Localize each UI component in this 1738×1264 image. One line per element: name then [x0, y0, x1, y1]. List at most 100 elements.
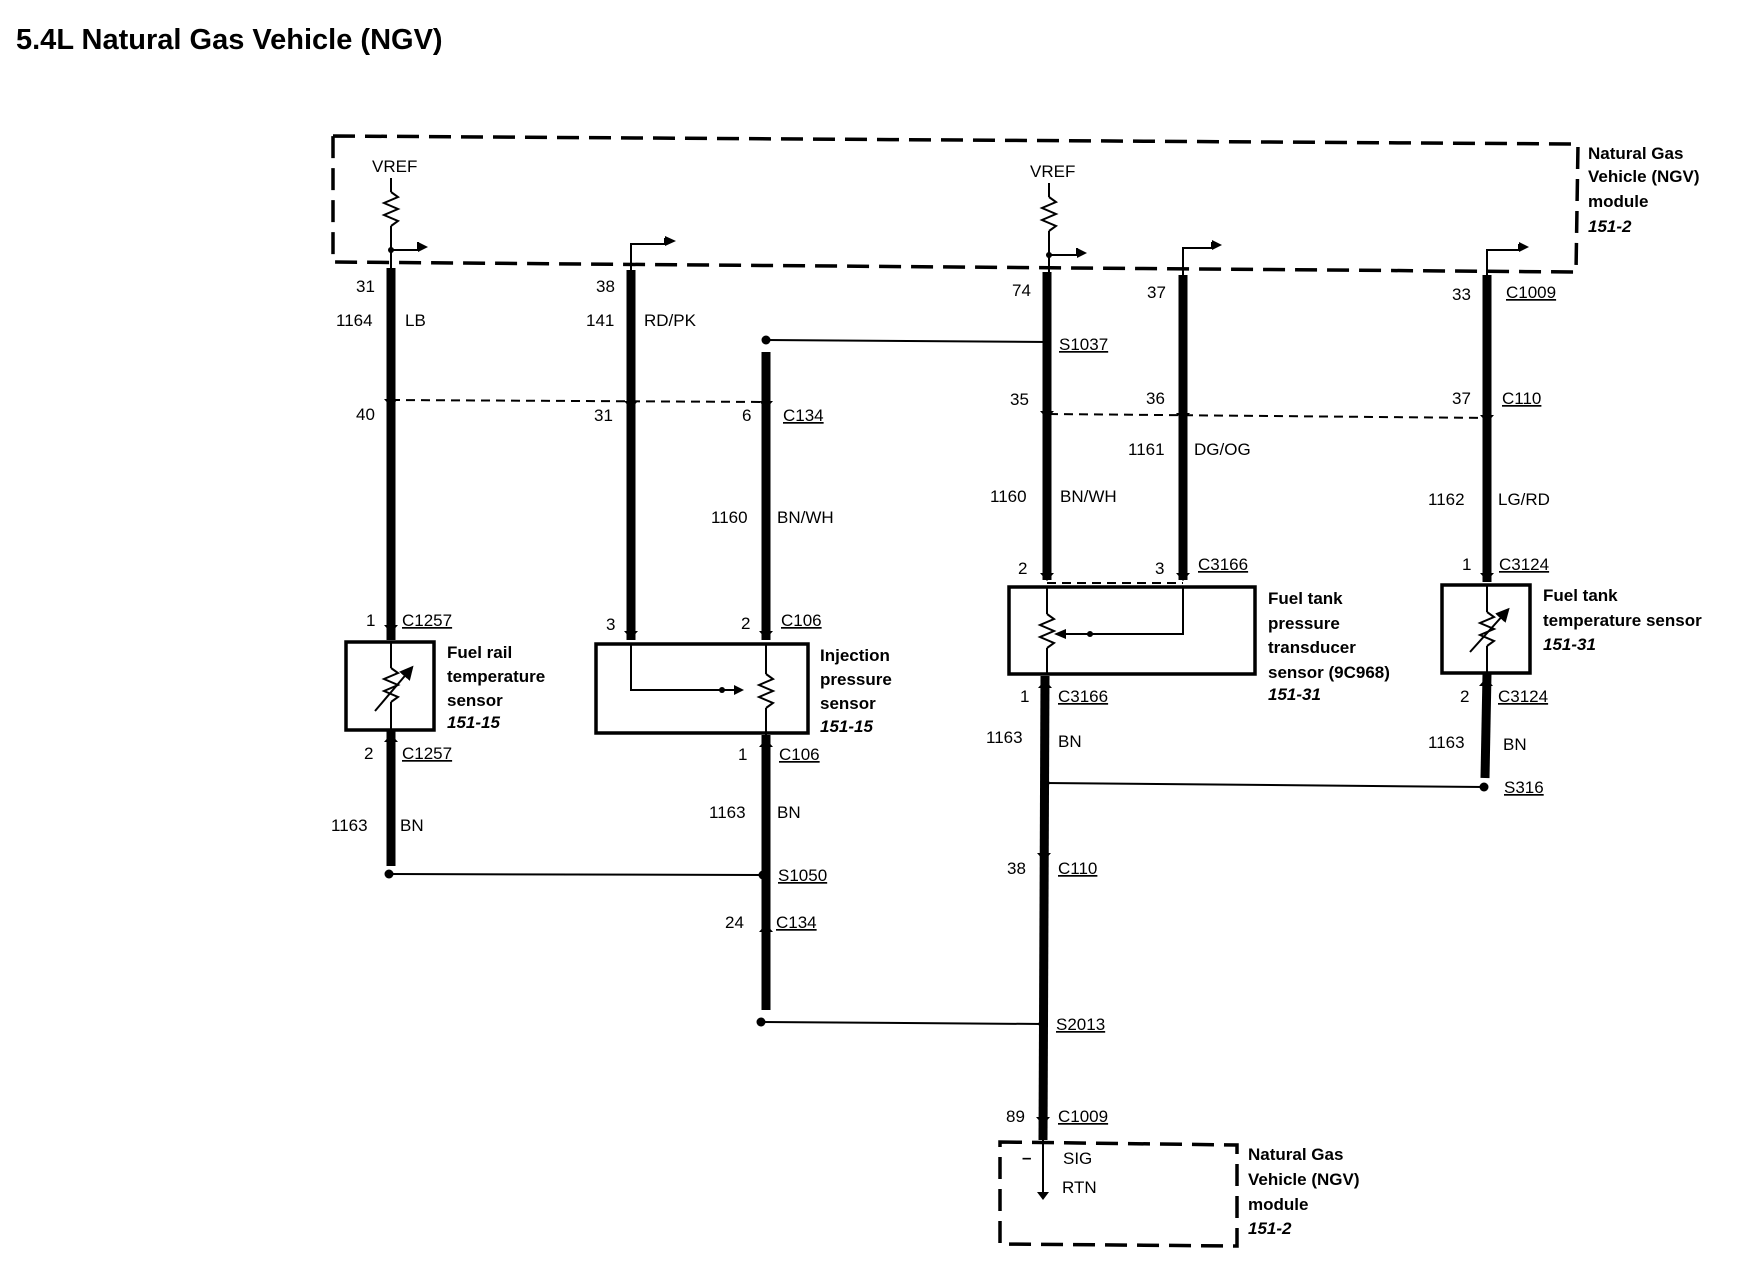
ngv-module-top-label-2: Vehicle (NGV) — [1588, 167, 1699, 186]
pressure-transducer-label-4: sensor (9C968) — [1268, 663, 1390, 682]
ngv-module-bottom-border — [998, 1140, 1239, 1248]
ngv-module-bottom-ref: 151-2 — [1248, 1219, 1292, 1238]
fuel-rail-ref: 151-15 — [447, 713, 500, 732]
w1-conn-c: C1257 — [402, 611, 452, 630]
ngv-module-top-border — [331, 134, 1580, 274]
wire-3: 6 C134 1160 BN/WH 2 C106 1 C106 1163 BN … — [388, 335, 1050, 1027]
w1-circuit-low: 1163 — [331, 816, 368, 835]
connector-band-c134-c110 — [390, 399, 1491, 419]
w4-conn-d: C3166 — [1058, 687, 1108, 706]
w6-pin-top: 33 — [1452, 285, 1471, 304]
w4-pin-c: 2 — [1018, 559, 1027, 578]
fuel-rail-label-2: temperature — [447, 667, 545, 686]
ngv-module-top-ref: 151-2 — [1588, 217, 1632, 236]
w5-pin-top: 37 — [1147, 283, 1166, 302]
w1-pin-mid: 40 — [356, 405, 375, 424]
ngv-module-bottom-pin-sig: SIG — [1063, 1149, 1092, 1168]
shield-flags — [630, 236, 1529, 275]
ngv-module-bottom-label-2: Vehicle (NGV) — [1248, 1170, 1359, 1189]
w4-color-low: BN — [1058, 732, 1082, 751]
w2-pin-mid: 31 — [594, 406, 613, 425]
w1-pin-d: 2 — [364, 744, 373, 763]
w3-conn-d: C106 — [779, 745, 820, 764]
w4-conn-f: C1009 — [1058, 1107, 1108, 1126]
wire-1: 31 1164 LB 40 1 C1257 2 C1257 1163 BN — [331, 268, 452, 879]
vref-1: VREF — [372, 157, 428, 268]
w1-color-low: BN — [400, 816, 424, 835]
w5-pin-c: 3 — [1155, 559, 1164, 578]
w6-pin-mid: 37 — [1452, 389, 1471, 408]
ngv-module-bottom-label-1: Natural Gas — [1248, 1145, 1343, 1164]
w5-color: DG/OG — [1194, 440, 1251, 459]
thermistor-icon — [1477, 611, 1497, 647]
injection-sensor-box — [594, 642, 810, 735]
vref-2: VREF — [1030, 162, 1087, 272]
w4-circuit: 1160 — [990, 487, 1027, 506]
w4-pin-e: 38 — [1007, 859, 1026, 878]
pressure-transducer-ref: 151-31 — [1268, 685, 1321, 704]
fuel-rail-temperature-sensor: Fuel rail temperature sensor 151-15 — [344, 640, 545, 732]
tank-temp-label-2: temperature sensor — [1543, 611, 1702, 630]
pressure-transducer-label-3: transducer — [1268, 638, 1356, 657]
ngv-module-top-label-1: Natural Gas — [1588, 144, 1683, 163]
w6-circuit-low: 1163 — [1428, 733, 1465, 752]
potentiometer-icon — [756, 673, 776, 709]
w3-color: BN/WH — [777, 508, 834, 527]
injection-pressure-sensor: Injection pressure sensor 151-15 — [594, 642, 892, 736]
injection-label-1: Injection — [820, 646, 890, 665]
ngv-module-bottom-pin-rtn: RTN — [1062, 1178, 1097, 1197]
pressure-transducer-label-1: Fuel tank — [1268, 589, 1343, 608]
w1-pin-top: 31 — [356, 277, 375, 296]
tank-temp-ref: 151-31 — [1543, 635, 1596, 654]
w3-color-low: BN — [777, 803, 801, 822]
w6-conn-d: C3124 — [1498, 687, 1548, 706]
flag-icon — [665, 236, 676, 246]
pressure-transducer-box — [1007, 585, 1257, 676]
w6-conn-top: C1009 — [1506, 283, 1556, 302]
w3-pin-e: 24 — [725, 913, 744, 932]
page-title: 5.4L Natural Gas Vehicle (NGV) — [16, 24, 443, 56]
wire-4: 74 S1037 35 1160 BN/WH 2 1 C3166 1163 BN… — [986, 272, 1117, 1141]
flag-icon — [1519, 242, 1529, 252]
w4-pin-d: 1 — [1020, 687, 1029, 706]
flag-icon — [1212, 240, 1222, 250]
w1-conn-d: C1257 — [402, 744, 452, 763]
w5-conn-c: C3166 — [1198, 555, 1248, 574]
w1-pin-c: 1 — [366, 611, 375, 630]
w6-color-low: BN — [1503, 735, 1527, 754]
w4-conn-e: C110 — [1058, 859, 1097, 878]
w4-color: BN/WH — [1060, 487, 1117, 506]
ground-flag-icon — [418, 242, 428, 252]
w3-pin-mid: 6 — [742, 406, 751, 425]
fuel-tank-pressure-transducer-sensor: Fuel tank pressure transducer sensor (9C… — [1007, 585, 1390, 704]
fuel-rail-label-1: Fuel rail — [447, 643, 512, 662]
w2-pin-top: 38 — [596, 277, 615, 296]
w4-circuit-low: 1163 — [986, 728, 1023, 747]
pressure-transducer-label-2: pressure — [1268, 614, 1340, 633]
fuel-tank-temperature-sensor: Fuel tank temperature sensor 151-31 — [1440, 583, 1702, 675]
tank-temp-label-1: Fuel tank — [1543, 586, 1618, 605]
w3-conn-mid: C134 — [783, 406, 824, 425]
ngv-module-bottom-minus: – — [1022, 1148, 1031, 1167]
w3-pin-c: 2 — [741, 614, 750, 633]
w6-pin-c: 1 — [1462, 555, 1471, 574]
fuel-rail-label-3: sensor — [447, 691, 503, 710]
resistor-icon — [1039, 196, 1059, 232]
injection-label-2: pressure — [820, 670, 892, 689]
w1-color: LB — [405, 311, 426, 330]
ngv-module-top-label-3: module — [1588, 192, 1648, 211]
w6-circuit: 1162 — [1428, 490, 1465, 509]
wire-5: 37 36 1161 DG/OG 3 C3166 — [1047, 275, 1251, 584]
vref-1-label: VREF — [372, 157, 417, 176]
ngv-module-bottom: – SIG RTN Natural Gas Vehicle (NGV) modu… — [998, 1140, 1359, 1248]
w4-pin-top: 74 — [1012, 281, 1031, 300]
w5-circuit: 1161 — [1128, 440, 1165, 459]
w4-pin-mid: 35 — [1010, 390, 1029, 409]
w3-conn-c: C106 — [781, 611, 822, 630]
w6-conn-mid: C110 — [1502, 389, 1541, 408]
w3-pin-d: 1 — [738, 745, 747, 764]
w6-pin-d: 2 — [1460, 687, 1469, 706]
w3-circuit: 1160 — [711, 508, 748, 527]
w3-splice: S1050 — [778, 866, 827, 885]
w3-circuit-low: 1163 — [709, 803, 746, 822]
